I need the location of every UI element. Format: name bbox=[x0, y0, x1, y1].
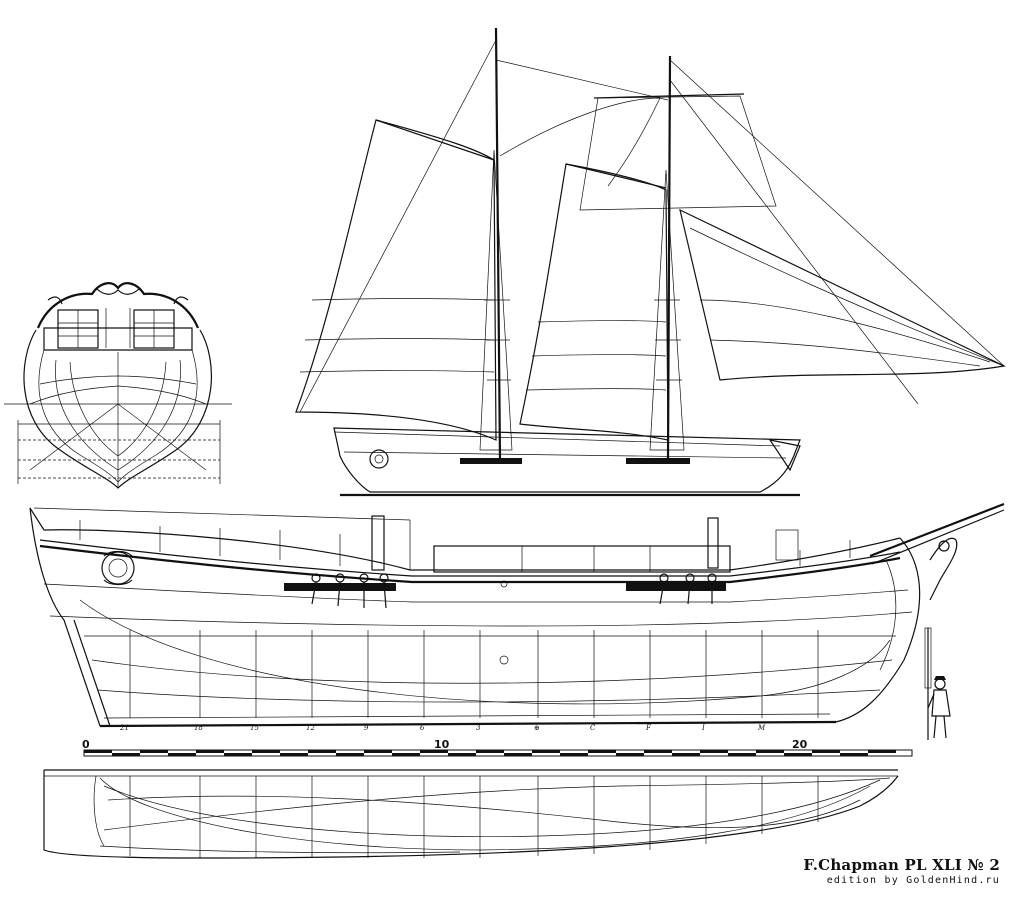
edition-credit: edition by GoldenHind.ru bbox=[826, 875, 1000, 886]
station-marks: 21 18 15 12 9 6 3 ⊕ C F I M bbox=[119, 724, 766, 732]
station-mark: 21 bbox=[119, 724, 129, 732]
station-mark: I bbox=[701, 724, 705, 732]
stern-view bbox=[4, 282, 232, 489]
scale-figure bbox=[924, 627, 951, 740]
plate-caption: F.Chapman PL XLI № 2 edition by GoldenHi… bbox=[803, 856, 1000, 886]
station-mark: 15 bbox=[250, 724, 259, 732]
station-mark: ⊕ bbox=[534, 724, 540, 732]
station-mark: F bbox=[645, 724, 652, 732]
hull-profile bbox=[29, 502, 1005, 728]
station-mark: 18 bbox=[194, 724, 203, 732]
station-mark: 6 bbox=[420, 724, 425, 732]
half-breadth-plan bbox=[43, 769, 899, 859]
sail-plan bbox=[295, 27, 1006, 497]
scale-label-10: 10 bbox=[434, 738, 450, 751]
station-mark: M bbox=[757, 724, 766, 732]
station-mark: C bbox=[590, 724, 596, 732]
station-mark: 9 bbox=[364, 724, 369, 732]
scale-bar: 0 10 20 bbox=[82, 738, 913, 757]
station-mark: 3 bbox=[476, 724, 481, 732]
scale-label-0: 0 bbox=[82, 738, 90, 751]
plate-title: F.Chapman PL XLI № 2 bbox=[803, 856, 1000, 874]
station-mark: 12 bbox=[306, 724, 315, 732]
scale-label-20: 20 bbox=[792, 738, 808, 751]
